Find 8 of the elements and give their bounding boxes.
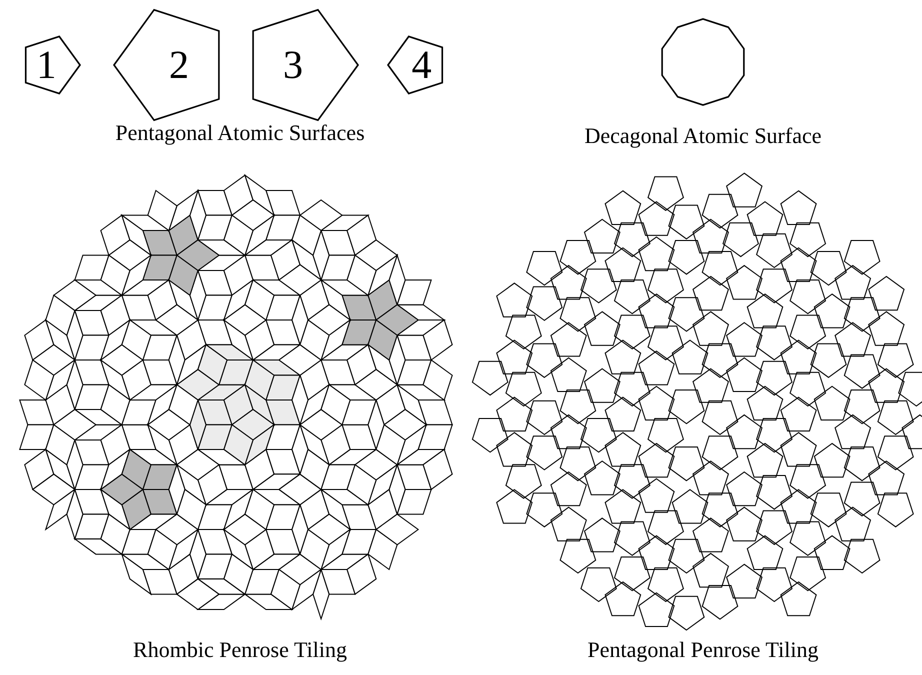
surface-number: 4 [412,45,432,85]
caption: Decagonal Atomic Surface [584,123,822,149]
caption: Pentagonal Penrose Tiling [588,637,818,663]
caption: Pentagonal Atomic Surfaces [115,120,365,146]
surface-number: 2 [168,45,189,85]
surface-number: 1 [36,45,56,85]
surface-number: 3 [283,45,304,85]
caption: Rhombic Penrose Tiling [133,637,347,663]
